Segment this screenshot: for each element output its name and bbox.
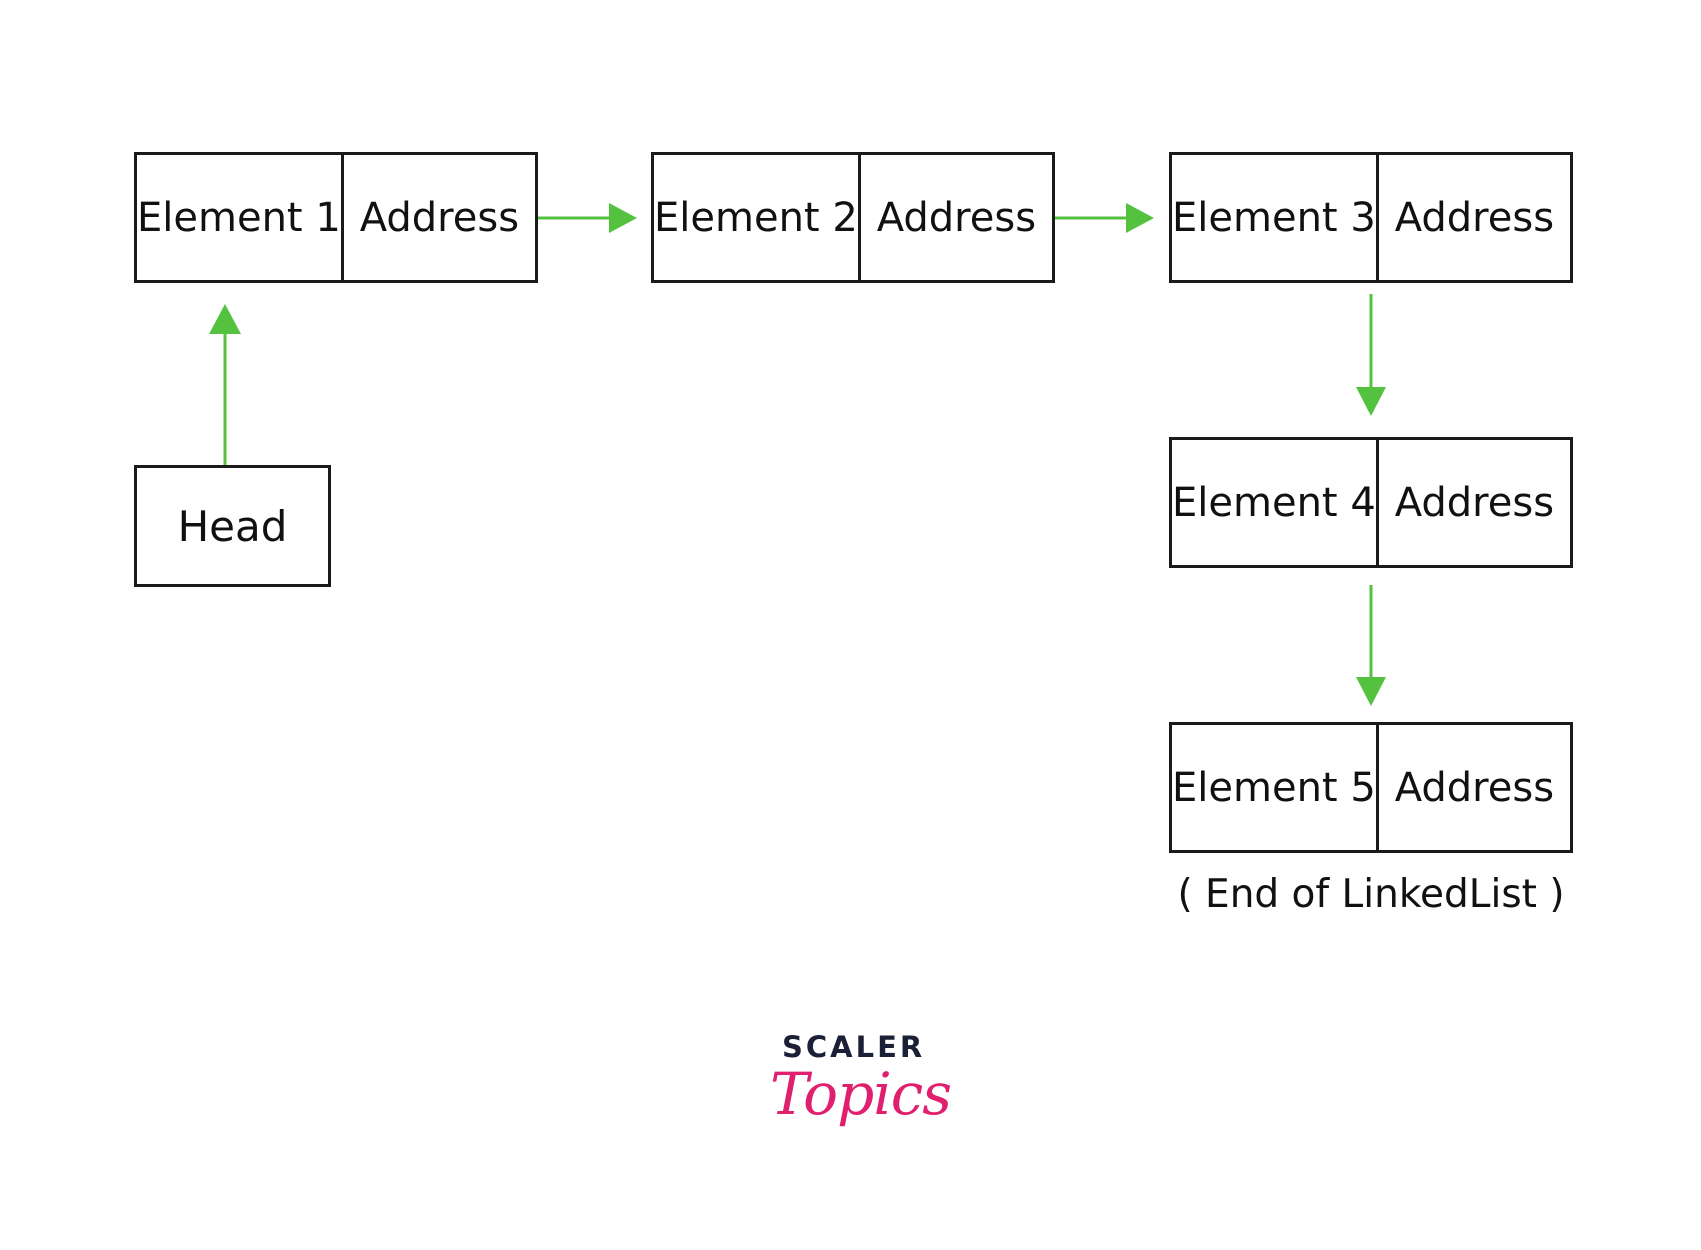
- node-data-cell: Element 5: [1172, 725, 1379, 850]
- arrowhead-element-2-to-element-3: [1126, 203, 1154, 233]
- node-address-cell: Address: [876, 194, 1037, 241]
- arrowhead-head-to-element-1: [209, 304, 241, 334]
- end-of-list-caption: ( End of LinkedList ): [1177, 872, 1565, 917]
- node-element-5: Element 5 Address: [1169, 722, 1573, 853]
- scaler-topics-logo: SCALER Topics: [770, 1030, 952, 1160]
- arrowhead-element-1-to-element-2: [609, 203, 637, 233]
- node-element-1: Element 1 Address: [134, 152, 538, 283]
- node-data-cell: Element 4: [1172, 440, 1379, 565]
- node-address-cell: Address: [359, 194, 520, 241]
- node-element-4: Element 4 Address: [1169, 437, 1573, 568]
- node-element-2: Element 2 Address: [651, 152, 1055, 283]
- node-data-cell: Element 3: [1172, 155, 1379, 280]
- node-data-cell: Element 1: [137, 155, 344, 280]
- node-element-3: Element 3 Address: [1169, 152, 1573, 283]
- node-address-cell: Address: [1394, 194, 1555, 241]
- logo-scaler-text: SCALER: [782, 1030, 926, 1064]
- node-address-cell: Address: [1394, 479, 1555, 526]
- arrowhead-element-4-to-element-5: [1356, 677, 1386, 706]
- node-data-cell: Element 2: [654, 155, 861, 280]
- logo-topics-text: Topics: [770, 1060, 952, 1128]
- node-address-cell: Address: [1394, 764, 1555, 811]
- arrowhead-element-3-to-element-4: [1356, 387, 1386, 416]
- head-box: Head: [134, 465, 331, 587]
